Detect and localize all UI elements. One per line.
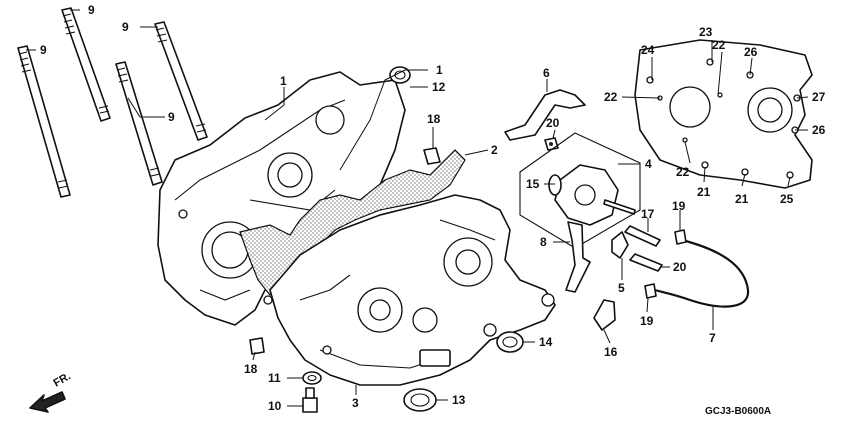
callout-1: 1 [436, 63, 443, 77]
callout-17: 17 [641, 207, 655, 221]
stud-bolt-4 [115, 61, 163, 186]
callout-4: 4 [645, 157, 652, 171]
callout-18: 18 [244, 362, 258, 376]
stud-bolts [17, 7, 208, 198]
callout-1: 1 [280, 74, 287, 88]
front-direction-label: FR. [52, 370, 73, 389]
clip-19-upper [674, 229, 687, 245]
callout-22: 22 [676, 165, 690, 179]
crankcase-cover-gasket [634, 39, 813, 189]
callout-9: 9 [168, 110, 175, 124]
callout-15: 15 [526, 177, 540, 191]
front-direction-arrow: FR. [29, 370, 73, 413]
bolt-10 [302, 387, 318, 413]
callout-20: 20 [673, 260, 687, 274]
stud-bolt-3 [154, 21, 208, 141]
callout-14: 14 [539, 335, 553, 349]
callout-9: 9 [40, 43, 47, 57]
right-crankcase [269, 194, 556, 386]
leader-lines [26, 9, 809, 407]
callout-20: 20 [546, 116, 560, 130]
callout-11: 11 [268, 371, 281, 385]
callout-5: 5 [618, 281, 625, 295]
cable-7 [647, 238, 750, 308]
stud-bolt-2 [17, 45, 71, 198]
callout-26: 26 [744, 45, 758, 59]
callout-3: 3 [352, 396, 359, 410]
washer-11 [302, 371, 322, 385]
callout-9: 9 [88, 3, 95, 17]
callout-21: 21 [735, 192, 749, 206]
clip-19-lower [644, 283, 657, 299]
callout-26: 26 [812, 123, 826, 137]
callout-18: 18 [427, 112, 441, 126]
bearing-12 [389, 66, 411, 84]
callout-21: 21 [697, 185, 711, 199]
callout-9: 9 [122, 20, 129, 34]
callout-27: 27 [812, 90, 826, 104]
callout-7: 7 [709, 331, 716, 345]
callout-8: 8 [540, 235, 547, 249]
bolt-17 [624, 225, 661, 247]
diagram-code: GCJ3-B0600A [705, 406, 771, 417]
clip-16 [593, 299, 616, 331]
callout-22: 22 [712, 38, 726, 52]
callout-6: 6 [543, 66, 550, 80]
bracket-6 [504, 89, 586, 141]
callout-19: 19 [672, 199, 686, 213]
bolt-20-lower [629, 253, 663, 272]
bracket-8 [565, 221, 591, 293]
clip-5 [611, 231, 629, 259]
dowel-pin-lower [249, 337, 265, 355]
callout-25: 25 [780, 192, 794, 206]
callout-13: 13 [452, 393, 466, 407]
oil-seal-14 [496, 331, 524, 353]
callout-22: 22 [604, 90, 618, 104]
callout-24: 24 [641, 43, 655, 57]
callout-23: 23 [699, 25, 713, 39]
dowel-pin-upper [423, 147, 441, 165]
callout-10: 10 [268, 399, 282, 413]
callout-16: 16 [604, 345, 618, 359]
callout-19: 19 [640, 314, 654, 328]
bolt-20-upper [544, 137, 559, 151]
callout-2: 2 [491, 143, 498, 157]
callout-12: 12 [432, 80, 446, 94]
stud-bolt-1 [61, 7, 111, 122]
oil-seal-13 [403, 388, 437, 412]
callout-labels: 9 9 9 9 1 1 12 18 18 2 6 20 20 4 15 17 1… [40, 3, 826, 413]
oil-pump-box [519, 132, 641, 249]
left-crankcase [157, 71, 406, 326]
